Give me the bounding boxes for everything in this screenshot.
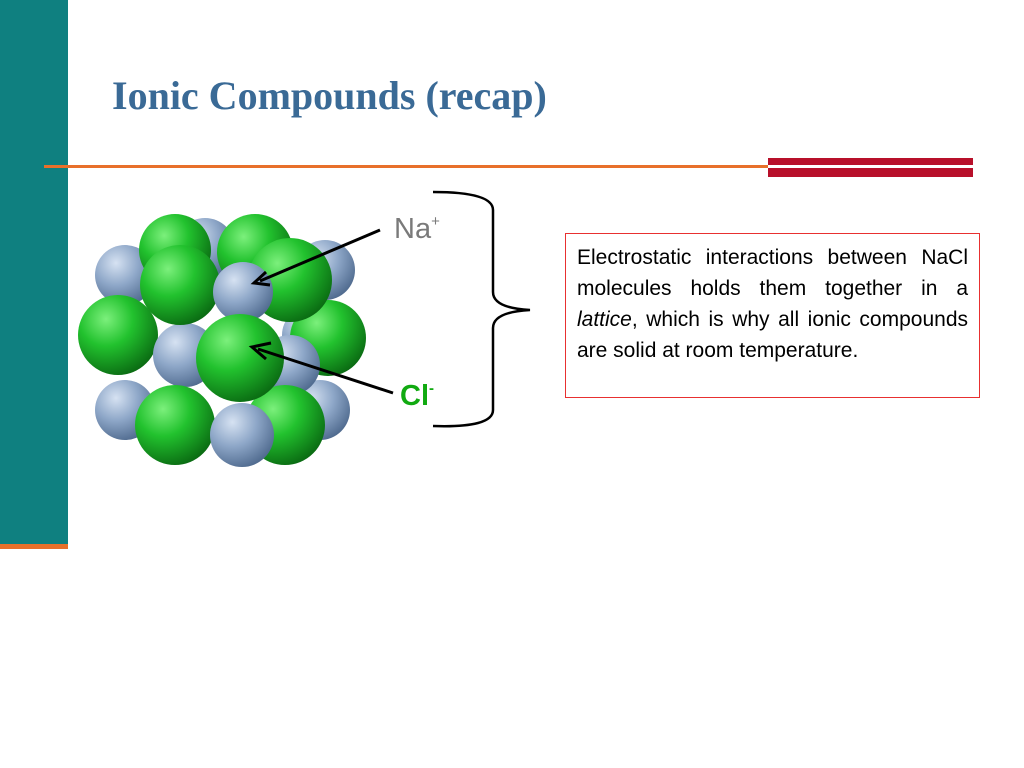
na-symbol: Na — [394, 213, 432, 245]
nacl-lattice-icon — [78, 214, 366, 467]
info-text-before: Electrostatic interactions between NaCl … — [577, 246, 968, 300]
info-text-italic: lattice — [577, 308, 632, 331]
cl-charge: - — [429, 380, 434, 397]
title-divider-accent — [768, 158, 973, 177]
na-charge: + — [431, 213, 440, 230]
info-text-after: , which is why all ionic compounds are s… — [577, 308, 968, 362]
sidebar-band-underline — [0, 544, 68, 549]
page-title: Ionic Compounds (recap) — [112, 73, 547, 118]
info-box: Electrostatic interactions between NaCl … — [565, 233, 980, 398]
sidebar-band — [0, 0, 68, 545]
cl-symbol: Cl — [400, 380, 429, 412]
title-divider — [44, 165, 770, 168]
na-ion-label: Na+ — [394, 213, 440, 246]
arrow-icon — [248, 228, 394, 395]
curly-brace-icon — [432, 190, 531, 428]
info-text: Electrostatic interactions between NaCl … — [577, 242, 968, 366]
cl-ion-label: Cl- — [400, 380, 434, 413]
